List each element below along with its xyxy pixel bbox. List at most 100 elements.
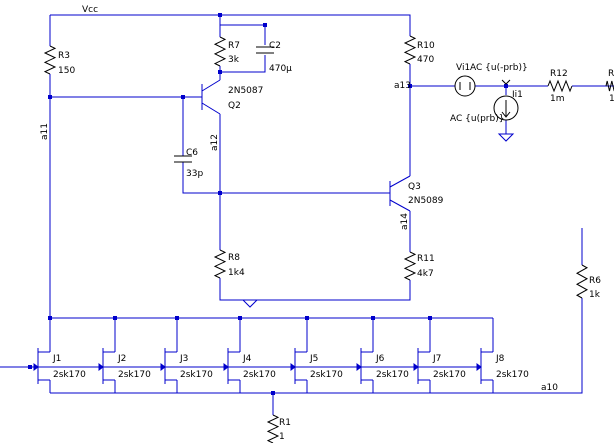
q2-ref: Q2 <box>228 101 241 111</box>
a12-label: a12 <box>210 134 220 151</box>
r8-resistor <box>213 249 227 279</box>
jfet-model: 2sk170 <box>180 370 213 380</box>
q2-model: 2N5087 <box>228 86 263 96</box>
junction-dot <box>218 13 222 17</box>
r1-ref: R1 <box>279 418 291 428</box>
r12-resistor <box>547 79 573 93</box>
r12-ref: R12 <box>550 69 568 79</box>
r12-value: 1m <box>550 94 565 104</box>
r11-resistor <box>403 251 417 281</box>
junction-dot <box>218 70 222 74</box>
jfet-model: 2sk170 <box>53 370 86 380</box>
r7-value: 3k <box>228 55 240 65</box>
jfet-3: J3 2sk170 <box>103 318 213 393</box>
jfet-1: J1 2sk170 <box>30 318 86 393</box>
r6-resistor <box>575 264 589 299</box>
jfet-gate-arrow <box>223 363 229 371</box>
jfet-4: J4 2sk170 <box>165 318 276 393</box>
a13-label: a13 <box>394 81 411 91</box>
jfet-model: 2sk170 <box>496 370 529 380</box>
wire <box>50 298 583 394</box>
jfet-ref: J3 <box>179 354 188 364</box>
wire <box>389 199 411 212</box>
junction-dot <box>48 95 52 99</box>
vi1-value: AC {u(-prb)} <box>470 63 528 73</box>
a10-label: a10 <box>541 383 558 393</box>
jfet-5: J5 2sk170 <box>228 318 343 393</box>
c2-value: 470µ <box>269 64 292 74</box>
jfet-model: 2sk170 <box>118 370 151 380</box>
r3-ref: R3 <box>58 51 70 61</box>
jfet-gate-arrow <box>33 363 39 371</box>
ground-symbol <box>497 133 515 142</box>
r8-ref: R8 <box>228 253 240 263</box>
r12b-value: 1 <box>609 94 614 104</box>
r10-resistor <box>403 35 417 65</box>
wire <box>201 102 221 115</box>
junction-dot <box>504 84 508 88</box>
vcc-label: Vcc <box>82 5 98 15</box>
r7-resistor <box>213 36 227 67</box>
wire <box>220 24 266 45</box>
jfet-ref: J7 <box>432 354 441 364</box>
wire <box>219 278 411 301</box>
jfet-model: 2sk170 <box>433 370 466 380</box>
jfet-2: J2 2sk170 <box>38 318 151 393</box>
r12b-resistor <box>605 80 614 92</box>
r1-resistor <box>266 414 280 443</box>
junction-dot <box>218 191 222 195</box>
jfet-gate-arrow <box>98 363 104 371</box>
wire <box>182 162 390 194</box>
ii1-ref: Ii1 <box>512 90 523 100</box>
junction-dot <box>263 23 267 27</box>
wire <box>220 55 266 73</box>
jfet-array: J1 2sk170 J2 2sk170 J3 2sk170 J4 2sk170 J5 2sk170… <box>28 318 529 393</box>
jfet-ref: J1 <box>52 354 61 364</box>
jfet-ref: J2 <box>117 354 126 364</box>
r10-value: 470 <box>417 55 434 65</box>
r1-value: 1 <box>279 432 285 442</box>
vi1-ref: Vi1 <box>456 63 470 73</box>
jfet-gate-arrow <box>413 363 419 371</box>
r3-value: 150 <box>58 66 75 76</box>
r7-ref: R7 <box>228 41 240 51</box>
r6-value: 1k <box>589 290 601 300</box>
q3-model: 2N5089 <box>408 196 444 206</box>
r6-ref: R6 <box>589 276 601 286</box>
wire <box>389 175 411 188</box>
r12b-ref: R <box>608 69 614 79</box>
a11-label: a11 <box>40 123 50 140</box>
jfet-ref: J8 <box>495 354 505 364</box>
jfet-gate-arrow <box>160 363 166 371</box>
ii1-source <box>493 95 519 121</box>
jfet-gate-arrow <box>290 363 296 371</box>
a14-label: a14 <box>400 213 410 230</box>
ii1-value: AC {u(prb)} <box>450 114 504 124</box>
jfet-model: 2sk170 <box>243 370 276 380</box>
c2-ref: C2 <box>269 41 281 51</box>
wires <box>0 14 614 415</box>
q3-ref: Q3 <box>408 182 421 192</box>
r11-value: 4k7 <box>417 269 434 279</box>
vcc-rail <box>50 14 411 36</box>
junction-dot <box>181 95 185 99</box>
ii1-arrow-head <box>501 111 511 118</box>
jfet-7: J7 2sk170 <box>361 318 466 393</box>
junction-dot <box>28 365 32 369</box>
jfet-ref: J4 <box>242 354 252 364</box>
jfet-gate-arrow <box>356 363 362 371</box>
junction-dot <box>271 391 275 395</box>
wire <box>201 79 221 92</box>
c6-value: 33p <box>186 169 203 179</box>
jfet-model: 2sk170 <box>376 370 409 380</box>
components <box>43 35 614 443</box>
jfet-8: J8 2sk170 <box>418 318 529 393</box>
jfet-gate-arrow <box>476 363 482 371</box>
probe-marker <box>501 79 511 85</box>
r11-ref: R11 <box>417 254 435 264</box>
net-flag <box>241 299 259 308</box>
jfet-ref: J5 <box>309 354 318 364</box>
r10-ref: R10 <box>417 41 435 51</box>
